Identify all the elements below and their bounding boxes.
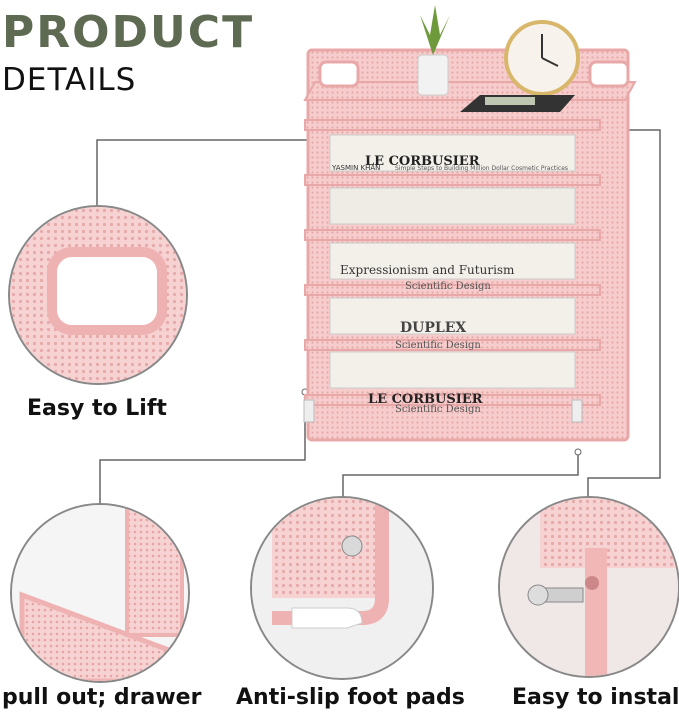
book-subtitle-3: Scientific Design xyxy=(405,281,491,292)
caption-anti-slip-foot-pads: Anti-slip foot pads xyxy=(236,685,465,710)
book-title-3: Expressionism and Futurism xyxy=(340,263,515,277)
book-author-1: YASMIN KHAN xyxy=(332,164,381,172)
drawer-detail xyxy=(10,503,190,683)
book-title-4: DUPLEX xyxy=(400,320,467,336)
page-subtitle: DETAILS xyxy=(2,62,137,98)
book-title-1: LE CORBUSIER xyxy=(365,154,480,169)
book-title-5: LE CORBUSIER xyxy=(368,392,483,407)
caption-easy-to-install: Easy to install xyxy=(512,685,679,710)
product-image xyxy=(303,5,637,442)
caption-easy-to-lift: Easy to Lift xyxy=(27,396,167,421)
book-subtitle-1: Simple Steps to Building Million Dollar … xyxy=(395,165,569,172)
caption-pull-out-drawer: pull out; drawer xyxy=(2,685,202,710)
page-title: PRODUCT xyxy=(2,7,255,58)
foot-pad-detail xyxy=(250,496,434,680)
lift-handle-detail xyxy=(8,205,188,385)
book-subtitle-5: Scientific Design xyxy=(395,404,481,415)
book-subtitle-4: Scientific Design xyxy=(395,340,481,351)
install-screw-detail xyxy=(498,496,679,678)
